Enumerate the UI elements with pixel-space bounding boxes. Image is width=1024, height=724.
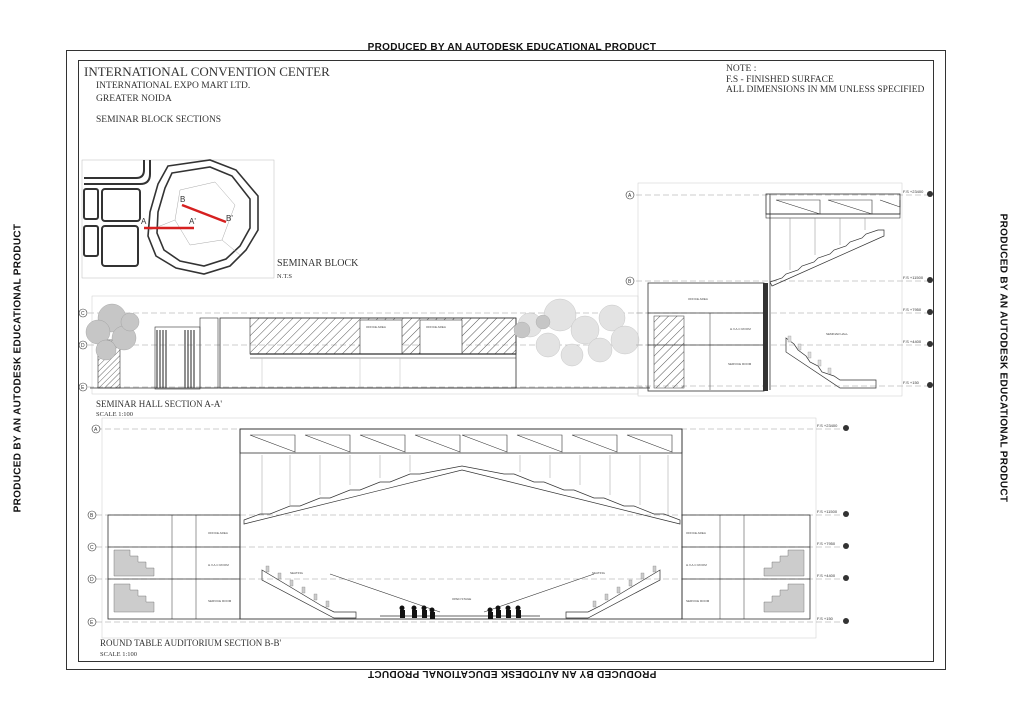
client-name: INTERNATIONAL EXPO MART LTD. — [96, 81, 251, 91]
grid-label: D — [81, 343, 85, 349]
sheet-title: SEMINAR BLOCK SECTIONS — [96, 115, 222, 125]
room-service-b-left: SERVICE ROOM — [208, 599, 232, 603]
grid-label: E — [81, 385, 85, 391]
grid-label: B — [628, 279, 632, 285]
room-office-b-left: OFFICE AREA — [208, 531, 228, 535]
note-line-1: F.S - FINISHED SURFACE — [726, 75, 834, 85]
level-label: F.S +150 — [903, 380, 920, 385]
level-label: F.S +11500 — [903, 275, 924, 280]
room-seminar-hall: SEMINAR HALL — [826, 332, 848, 336]
key-plan-frame — [81, 159, 275, 279]
level-markers-a: F.S +23400 F.S +11500 F.S +7950 F.S +440… — [903, 189, 933, 388]
grid-label: A — [628, 193, 632, 199]
section-a-scale: SCALE 1:100 — [96, 411, 134, 418]
key-plan: A A' B B' — [81, 159, 275, 279]
grid-label: B — [90, 513, 94, 519]
key-plan-label: SEMINAR BLOCK — [277, 258, 359, 269]
cut-label-a: A — [141, 217, 147, 226]
section-a-drawing: C D E OFFICE AREA OFFICE AR — [78, 295, 650, 395]
tree-left — [85, 303, 140, 361]
project-location: GREATER NOIDA — [96, 94, 172, 104]
room-office-a: OFFICE AREA — [688, 297, 708, 301]
section-b-drawing: A B C D E — [87, 417, 849, 639]
section-b-title: ROUND TABLE AUDITORIUM SECTION B-B' — [100, 638, 282, 648]
grid-label: E — [90, 620, 94, 626]
level-label: F.S +23400 — [817, 423, 838, 428]
grid-bubbles-a: C D E — [78, 308, 88, 392]
cut-label-b: B — [180, 195, 185, 204]
level-label: F.S +7950 — [903, 307, 922, 312]
room-seating-left: SEATING — [290, 571, 304, 575]
room-service-b-right: SERVICE ROOM — [686, 599, 710, 603]
room-hvac-b-right: H.V.A.C ROOM — [686, 563, 707, 567]
section-a-hall-drawing: A B SEM — [625, 182, 933, 397]
project-title: INTERNATIONAL CONVENTION CENTER — [84, 64, 330, 79]
grid-bubbles-hall: A B — [625, 190, 635, 286]
level-label: F.S +150 — [817, 616, 834, 621]
key-plan-scale: N.T.S — [277, 273, 293, 280]
level-label: F.S +11500 — [817, 509, 838, 514]
grid-label: A — [94, 427, 98, 433]
room-service-a: SERVICE ROOM — [728, 362, 752, 366]
level-markers-b: F.S +23400 F.S +11500 F.S +7950 F.S +440… — [817, 423, 849, 624]
key-plan-roads — [83, 160, 151, 267]
watermark-top: PRODUCED BY AN AUTODESK EDUCATIONAL PROD… — [367, 42, 657, 53]
room-hvac-a: H.V.A.C ROOM — [730, 327, 751, 331]
grid-label: D — [90, 577, 94, 583]
key-plan-site-boundary — [147, 159, 259, 275]
cut-label-a2: A' — [189, 217, 196, 226]
room-hvac-b-left: H.V.A.C ROOM — [208, 563, 229, 567]
people-silhouettes — [399, 605, 521, 619]
grid-label: C — [90, 545, 94, 551]
sheet-border-inner — [78, 60, 934, 662]
cut-label-b2: B' — [226, 214, 233, 223]
room-open-stage: OPEN STAGE — [452, 597, 471, 601]
level-label: F.S +7950 — [817, 541, 836, 546]
cut-line-b — [181, 203, 227, 224]
grid-label: C — [81, 311, 85, 317]
level-label: F.S +4400 — [817, 573, 836, 578]
section-a-title: SEMINAR HALL SECTION A-A' — [96, 399, 223, 409]
section-b-scale: SCALE 1:100 — [100, 651, 138, 658]
room-office-1: OFFICE AREA — [366, 325, 386, 329]
room-office-b-right: OFFICE AREA — [686, 531, 706, 535]
tree-right — [517, 298, 640, 367]
note-line-2: ALL DIMENSIONS IN MM UNLESS SPECIFIED — [726, 85, 925, 95]
level-label: F.S +4400 — [903, 339, 922, 344]
grid-bubbles-b: A B C D E — [87, 424, 101, 627]
room-office-2: OFFICE AREA — [426, 325, 446, 329]
room-seating-right: SEATING — [592, 571, 606, 575]
level-label: F.S +23400 — [903, 189, 924, 194]
note-heading: NOTE : — [726, 64, 757, 74]
sheet-border-outer — [66, 50, 946, 670]
